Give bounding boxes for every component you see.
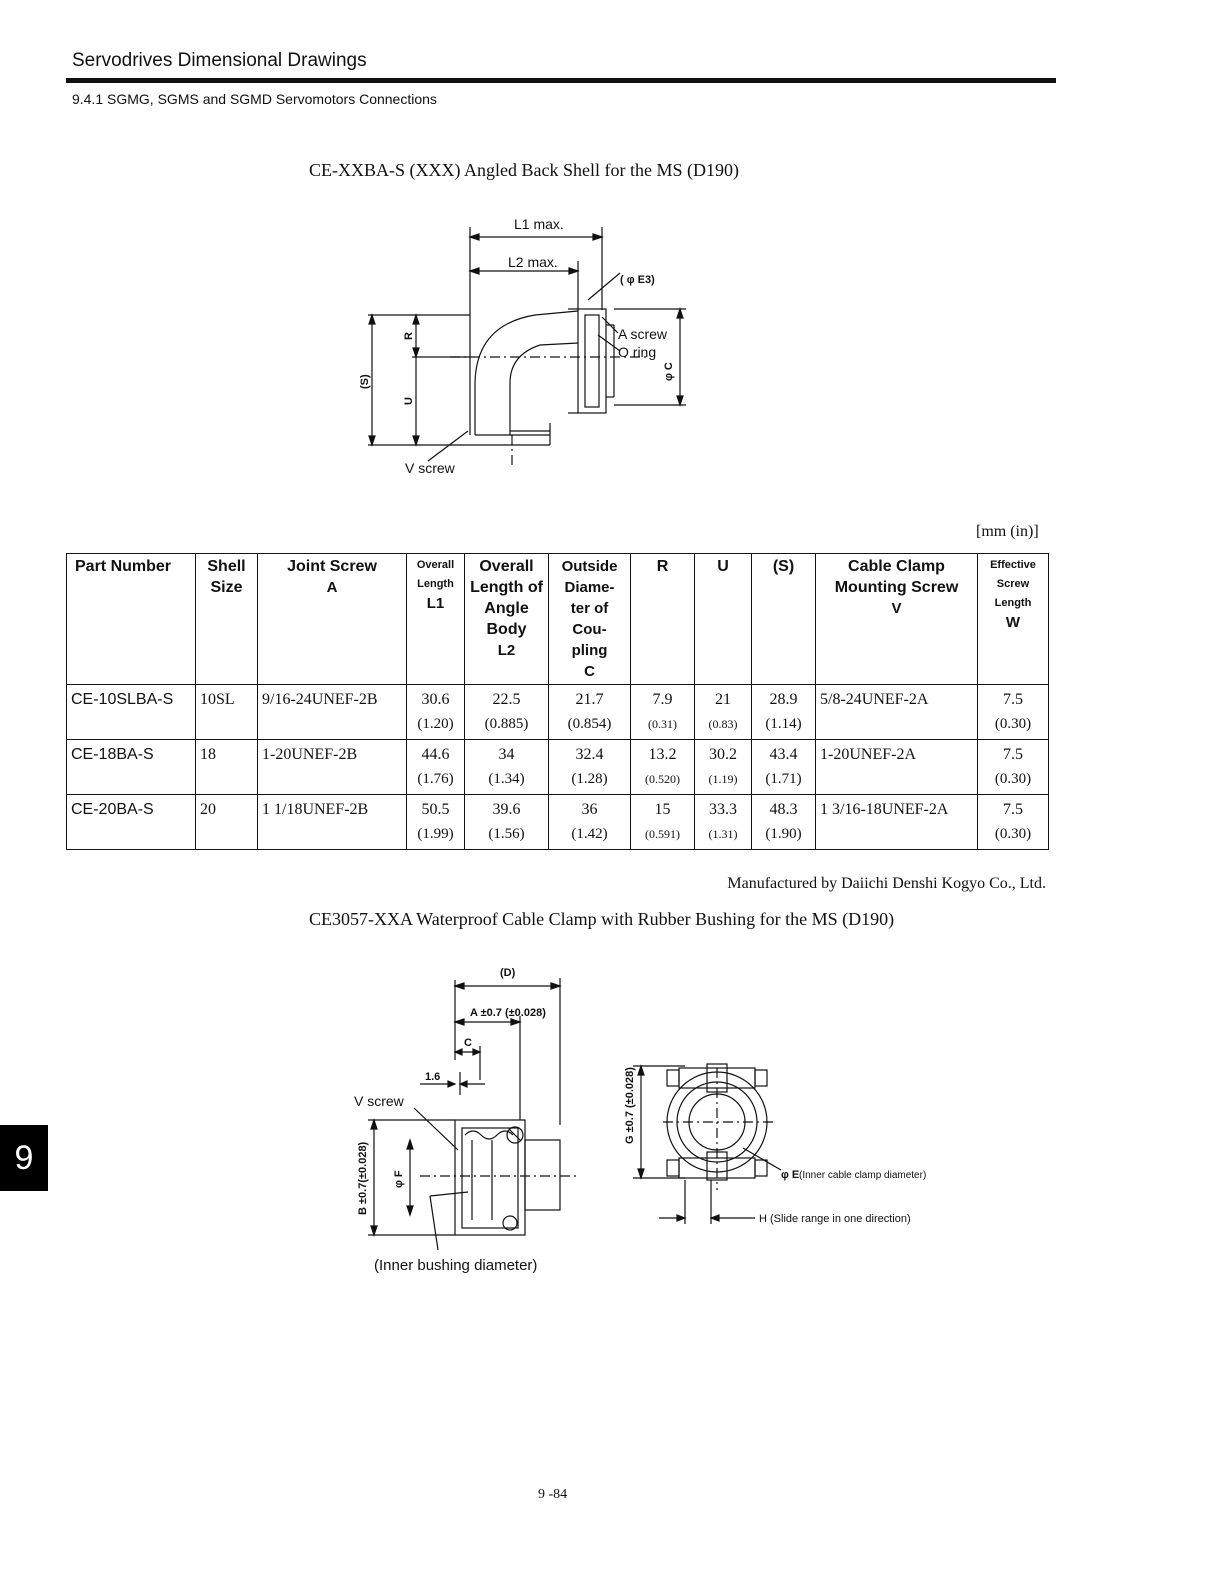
- o-ring-label: O ring: [618, 344, 656, 360]
- col-r: R: [630, 553, 695, 685]
- cable-clamp-front-view: G ±0.7 (±0.028) φ E (Inner cable clamp d…: [624, 1063, 926, 1225]
- v-screw-label: V screw: [405, 460, 456, 476]
- g-tol-label: G ±0.7 (±0.028): [624, 1067, 636, 1144]
- cell-u: 21(0.83): [694, 684, 752, 740]
- header-rule: [66, 78, 1056, 83]
- cell-u: 33.3(1.31): [694, 794, 752, 850]
- col-s: (S): [751, 553, 816, 685]
- a-tol-label: A ±0.7 (±0.028): [470, 1007, 546, 1019]
- section1-title: CE-XXBA-S (XXX) Angled Back Shell for th…: [309, 160, 739, 180]
- chapter-tab: 9: [0, 1125, 48, 1191]
- cell-v: 1-20UNEF-2A: [815, 739, 978, 795]
- cable-clamp-side-view: (D) A ±0.7 (±0.028) C 1.6 V screw B ±0.7…: [354, 967, 580, 1274]
- cell-v: 5/8-24UNEF-2A: [815, 684, 978, 740]
- cell-l2: 34(1.34): [464, 739, 549, 795]
- d-label: (D): [500, 967, 516, 979]
- cell-joint: 1-20UNEF-2B: [257, 739, 407, 795]
- cell-part: CE-20BA-S: [66, 794, 196, 850]
- l1-label: L1 max.: [514, 216, 564, 232]
- cell-c: 21.7(0.854): [548, 684, 631, 740]
- cell-shell: 10SL: [195, 684, 258, 740]
- u-label: U: [403, 397, 415, 405]
- inner-clamp-label: (Inner cable clamp diameter): [799, 1170, 926, 1181]
- table-row: CE-18BA-S 18 1-20UNEF-2B 44.6(1.76) 34(1…: [66, 739, 1049, 795]
- cell-r: 13.2(0.520): [630, 739, 695, 795]
- cell-l1: 30.6(1.20): [406, 684, 465, 740]
- r-label: R: [403, 332, 415, 340]
- v-screw-label-2: V screw: [354, 1093, 405, 1109]
- cell-l1: 44.6(1.76): [406, 739, 465, 795]
- phi-e-label: φ E: [781, 1169, 799, 1181]
- b-tol-label: B ±0.7(±0.028): [357, 1141, 369, 1215]
- dim-1-6-label: 1.6: [425, 1071, 440, 1083]
- angled-back-shell-drawing: L1 max. L2 max. ( φ E3) A screw O ring φ…: [359, 216, 686, 476]
- col-shell-size: Shell Size: [195, 553, 258, 685]
- cell-joint: 9/16-24UNEF-2B: [257, 684, 407, 740]
- manufacturer-note: Manufactured by Daiichi Denshi Kogyo Co.…: [727, 875, 1046, 892]
- s-label: (S): [359, 374, 371, 389]
- a-screw-label: A screw: [618, 326, 668, 342]
- cell-c: 32.4(1.28): [548, 739, 631, 795]
- cell-u: 30.2(1.19): [694, 739, 752, 795]
- cell-r: 15(0.591): [630, 794, 695, 850]
- cell-shell: 18: [195, 739, 258, 795]
- phi-f-label: φ F: [393, 1170, 405, 1188]
- cell-r: 7.9(0.31): [630, 684, 695, 740]
- page-number: 9 -84: [538, 1487, 568, 1502]
- c-label: C: [464, 1037, 472, 1049]
- col-part-number: Part Number: [66, 553, 196, 685]
- unit-note: [mm (in)]: [976, 523, 1039, 540]
- h-slide-label: H (Slide range in one direction): [759, 1213, 911, 1225]
- cell-part: CE-10SLBA-S: [66, 684, 196, 740]
- col-u: U: [694, 553, 752, 685]
- cell-w: 7.5(0.30): [977, 684, 1049, 740]
- inner-bushing-label: (Inner bushing diameter): [374, 1257, 537, 1274]
- cell-joint: 1 1/18UNEF-2B: [257, 794, 407, 850]
- cell-l2: 39.6(1.56): [464, 794, 549, 850]
- table-row: CE-20BA-S 20 1 1/18UNEF-2B 50.5(1.99) 39…: [66, 794, 1049, 850]
- e3-label: ( φ E3): [620, 274, 655, 286]
- section2-title: CE3057-XXA Waterproof Cable Clamp with R…: [309, 909, 895, 929]
- l2-label: L2 max.: [508, 254, 558, 270]
- cell-shell: 20: [195, 794, 258, 850]
- cell-s: 48.3(1.90): [751, 794, 816, 850]
- cell-s: 43.4(1.71): [751, 739, 816, 795]
- cell-w: 7.5(0.30): [977, 739, 1049, 795]
- cell-l2: 22.5(0.885): [464, 684, 549, 740]
- cell-l1: 50.5(1.99): [406, 794, 465, 850]
- cell-s: 28.9(1.14): [751, 684, 816, 740]
- cell-c: 36(1.42): [548, 794, 631, 850]
- phi-c-label: φ C: [663, 362, 675, 381]
- table-row: CE-10SLBA-S 10SL 9/16-24UNEF-2B 30.6(1.2…: [66, 684, 1049, 740]
- page-header-title: Servodrives Dimensional Drawings: [72, 50, 367, 71]
- cell-w: 7.5(0.30): [977, 794, 1049, 850]
- cell-part: CE-18BA-S: [66, 739, 196, 795]
- cell-v: 1 3/16-18UNEF-2A: [815, 794, 978, 850]
- page-subsection: 9.4.1 SGMG, SGMS and SGMD Servomotors Co…: [72, 91, 437, 107]
